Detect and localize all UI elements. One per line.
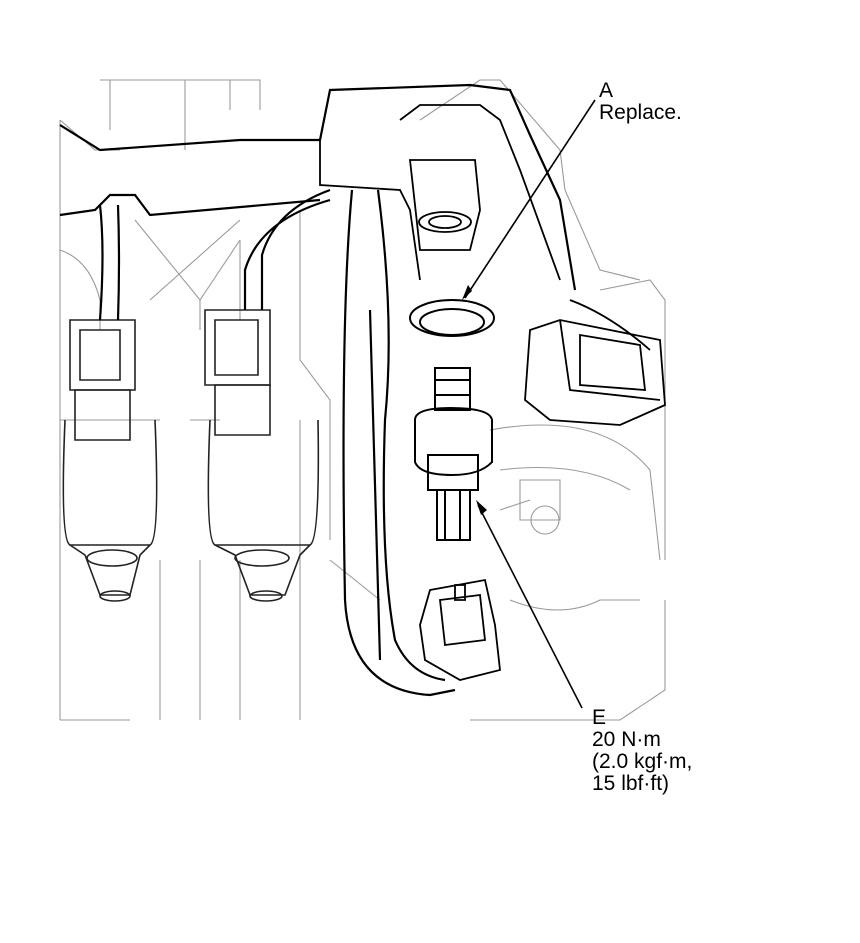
sensor-wire [342, 189, 456, 697]
right-solenoid [204, 309, 320, 602]
arrowhead-a [462, 285, 472, 300]
callout-e-torque-lbf: 15 lbf·ft) [592, 772, 670, 795]
left-solenoid [62, 319, 158, 602]
lower-connector [419, 578, 501, 681]
callout-a-letter: A [599, 79, 614, 102]
callout-e: E 20 N·m (2.0 kgf·m, 15 lbf·ft) [592, 707, 692, 795]
callout-a: A Replace. [599, 80, 682, 124]
callout-a-note: Replace. [599, 101, 682, 124]
arrowhead-e [476, 500, 487, 515]
callout-e-torque-nm: 20 N·m [592, 728, 661, 751]
o-ring-a [409, 299, 495, 337]
leader-lines [464, 99, 596, 709]
upper-harness [59, 83, 577, 321]
bracket [319, 104, 561, 281]
callout-e-torque-kgf: (2.0 kgf·m, [592, 750, 693, 773]
callout-e-letter: E [592, 706, 607, 729]
right-connector [524, 299, 666, 426]
pressure-switch-e [414, 367, 493, 541]
housing-background [59, 79, 666, 721]
